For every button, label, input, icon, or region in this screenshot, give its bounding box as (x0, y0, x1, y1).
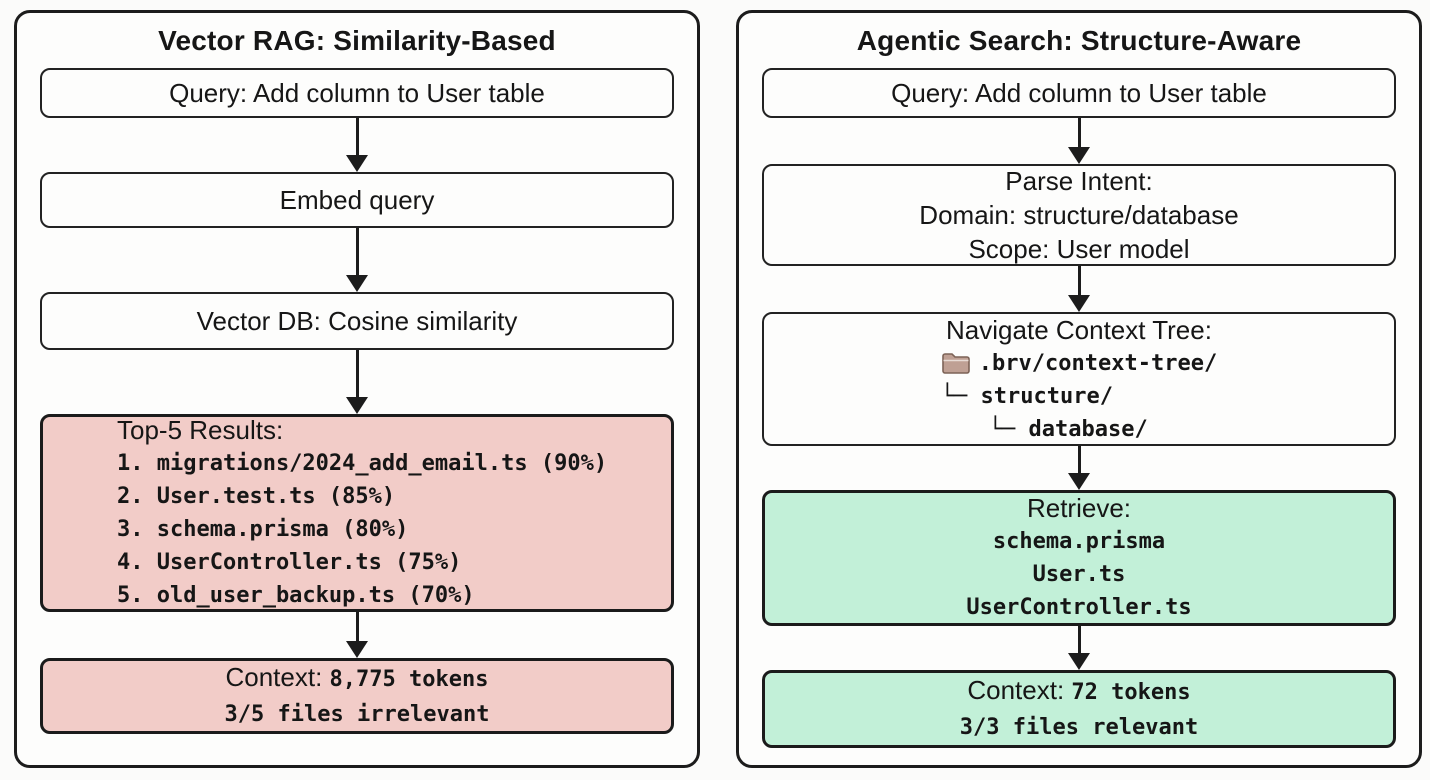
result-item: 3. schema.prisma (80%) (117, 517, 409, 542)
down-arrow-icon (1068, 118, 1090, 164)
context-tree: .brv/context-tree/ └─ structure/ └─ data… (941, 347, 1217, 446)
left-context-box: Context: 8,775 tokens 3/5 files irreleva… (40, 658, 674, 734)
tree-level1-line: └─ structure/ (940, 383, 1113, 409)
context-label: Context: (967, 675, 1065, 705)
arrow-head (346, 641, 368, 658)
context-label: Context: (225, 662, 323, 692)
arrow-shaft (1077, 446, 1081, 473)
context-value: 8,775 tokens (329, 667, 489, 692)
arrow-head (346, 397, 368, 414)
arrow-shaft (355, 118, 359, 155)
tree-level2-line: └─ database/ (988, 416, 1148, 442)
arrow-shaft (1077, 266, 1081, 295)
arrow-shaft (1077, 626, 1081, 653)
agentic-search-title: Agentic Search: Structure-Aware (856, 25, 1302, 56)
arrow-head (1068, 653, 1090, 670)
left-results-box: Top-5 Results: 1. migrations/2024_add_em… (40, 414, 674, 612)
vector-rag-title: Vector RAG: Similarity-Based (158, 25, 556, 56)
down-arrow-icon (346, 350, 368, 414)
result-item: 4. UserController.ts (75%) (117, 550, 462, 575)
result-item: 5. old_user_backup.ts (70%) (117, 583, 475, 608)
arrow-head (346, 155, 368, 172)
agentic-search-panel: Agentic Search: Structure-Aware Query: A… (736, 10, 1422, 768)
arrow-head (1068, 295, 1090, 312)
right-query-box: Query: Add column to User table (762, 68, 1396, 118)
arrow-shaft (1077, 118, 1081, 147)
context-line-1: Context: 72 tokens (967, 673, 1190, 710)
down-arrow-icon (1068, 626, 1090, 670)
left-query-text: Query: Add column to User table (169, 77, 545, 108)
down-arrow-icon (346, 228, 368, 292)
left-vectordb-box: Vector DB: Cosine similarity (40, 292, 674, 350)
context-value: 72 tokens (1071, 680, 1191, 705)
retrieve-file: UserController.ts (966, 595, 1192, 620)
folder-icon (941, 353, 970, 374)
parse-domain-line: Domain: structure/database (919, 200, 1239, 230)
right-context-box: Context: 72 tokens 3/3 files relevant (762, 670, 1396, 748)
down-arrow-icon (1068, 446, 1090, 490)
result-item: 1. migrations/2024_add_email.ts (90%) (117, 451, 608, 476)
context-line-1: Context: 8,775 tokens (225, 660, 488, 697)
retrieve-file: User.ts (1032, 562, 1126, 587)
arrow-head (1068, 473, 1090, 490)
context-line-2: 3/5 files irrelevant (224, 702, 490, 727)
arrow-shaft (355, 612, 359, 641)
left-query-box: Query: Add column to User table (40, 68, 674, 118)
retrieve-header: Retrieve: (1026, 493, 1132, 523)
left-vectordb-text: Vector DB: Cosine similarity (196, 305, 518, 336)
parse-intent-line: Parse Intent: (1005, 166, 1153, 196)
arrow-shaft (355, 350, 359, 397)
down-arrow-icon (346, 118, 368, 172)
retrieve-box: Retrieve: schema.prisma User.ts UserCont… (762, 490, 1396, 626)
arrow-head (1068, 147, 1090, 164)
down-arrow-icon (346, 612, 368, 658)
arrow-shaft (355, 228, 359, 275)
parse-intent-box: Parse Intent: Domain: structure/database… (762, 164, 1396, 266)
tree-root-line: .brv/context-tree/ (941, 347, 1217, 380)
context-line-2: 3/3 files relevant (959, 715, 1199, 740)
parse-scope-line: Scope: User model (968, 234, 1190, 264)
arrow-head (346, 275, 368, 292)
left-embed-box: Embed query (40, 172, 674, 228)
result-item: 2. User.test.ts (85%) (117, 484, 396, 509)
left-embed-text: Embed query (279, 184, 435, 215)
results-header: Top-5 Results: (117, 415, 284, 445)
right-query-text: Query: Add column to User table (891, 77, 1267, 108)
retrieve-file: schema.prisma (992, 529, 1166, 554)
navigate-header: Navigate Context Tree: (946, 314, 1212, 345)
navigate-tree-box: Navigate Context Tree: .brv/context-tree… (762, 312, 1396, 446)
tree-root-path: .brv/context-tree/ (978, 350, 1218, 376)
vector-rag-panel: Vector RAG: Similarity-Based Query: Add … (14, 10, 700, 768)
down-arrow-icon (1068, 266, 1090, 312)
